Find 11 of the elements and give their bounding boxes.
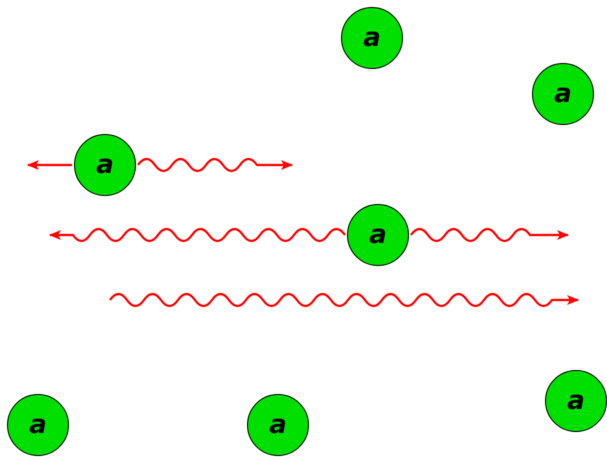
particle-label: a (29, 412, 47, 438)
particle-label: a (269, 412, 287, 438)
particle-label: a (363, 25, 381, 51)
wavy-arrow (137, 158, 293, 172)
particle-label: a (554, 81, 572, 107)
wavy-arrow (410, 228, 569, 242)
particle-label: a (369, 222, 387, 248)
arrow (27, 160, 72, 170)
particle-label: a (567, 388, 585, 414)
particle-label: a (96, 152, 114, 178)
wavy-arrow (49, 228, 346, 242)
